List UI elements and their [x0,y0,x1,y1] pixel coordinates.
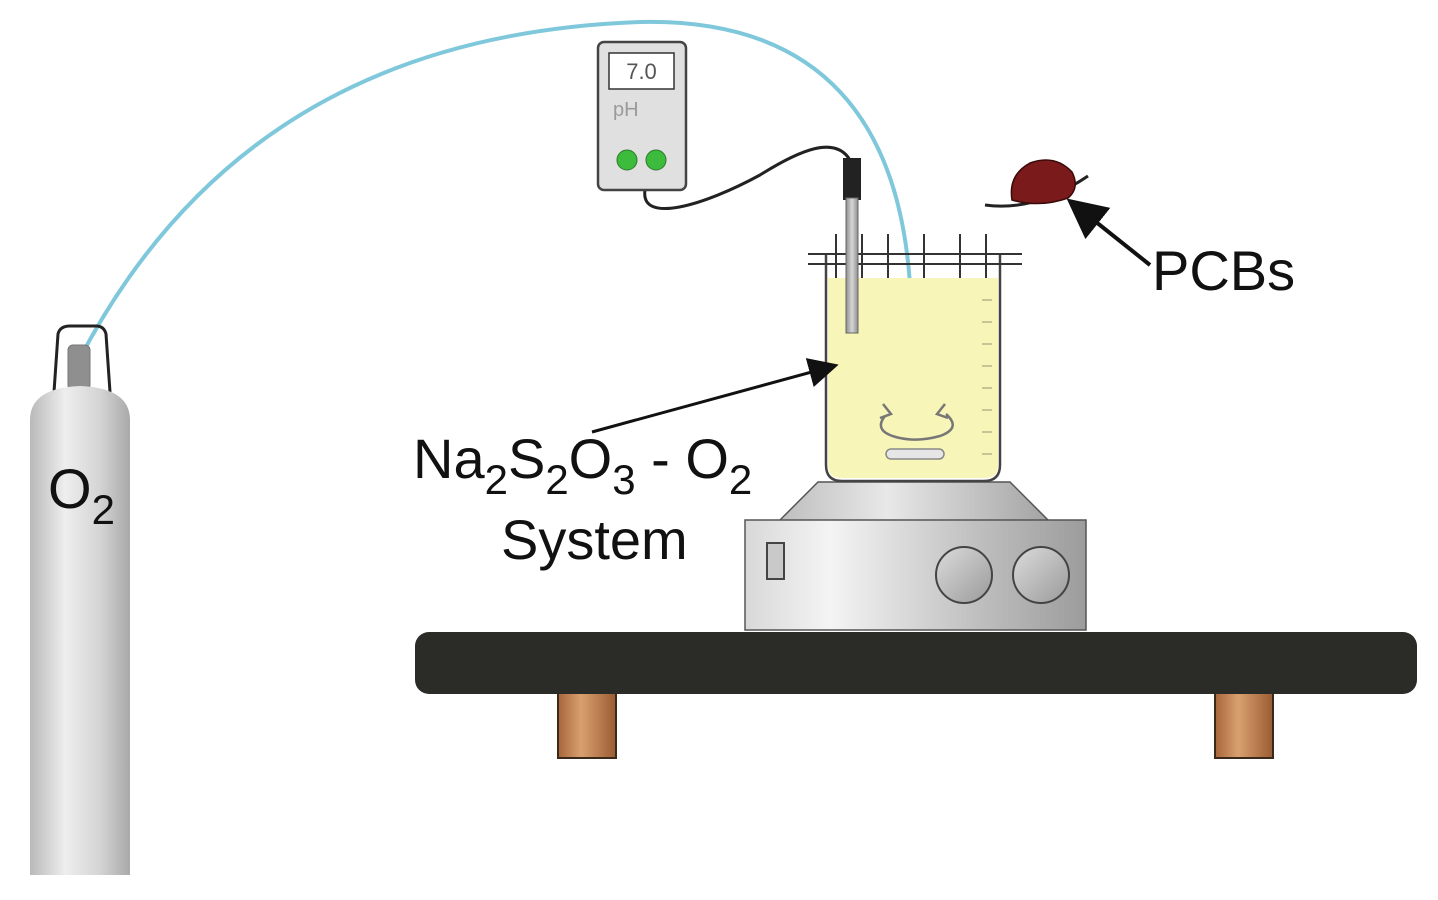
stirrer-switch [766,542,785,580]
table-leg-left [557,689,617,759]
cylinder-label: O2 [48,457,115,533]
ph-meter-unit: pH [613,99,639,121]
formula-text: S [508,427,545,490]
ph-meter: 7.0 pH [596,40,688,192]
stirrer-plate [776,481,1052,523]
formula-text: Na [413,427,485,490]
rotation-arrows-icon [879,403,954,441]
formula-subscript: 2 [545,456,568,503]
magnetic-stirrer [744,481,1087,631]
formula-text: - O [636,427,729,490]
ph-probe-cap [843,158,861,200]
system-label-line2: System [501,508,688,571]
beaker-solution [828,278,998,478]
ph-meter-button-right [645,149,667,171]
system-arrow [591,358,839,434]
ph-probe [845,197,859,334]
table-top [415,632,1417,694]
formula-subscript: 2 [485,456,508,503]
stirrer-knob-speed [935,546,993,604]
ph-meter-screen [608,52,675,90]
system-label-formula: Na2S2O3 - O2 [413,427,752,503]
beaker [808,234,1022,483]
stir-bar-icon [885,448,945,460]
pcbs-label: PCBs [1152,239,1295,302]
formula-subscript: 3 [612,456,635,503]
pcbs-arrow [1066,198,1152,267]
beaker-lid [808,234,1022,278]
pcbs-sample [984,159,1089,208]
oxygen-tube [78,19,913,359]
cylinder-handle [52,324,112,393]
ph-meter-button-left [616,149,638,171]
table-leg-right [1214,689,1274,759]
cylinder-valve [67,344,91,391]
probe-cable [643,145,852,211]
formula-subscript: 2 [729,456,752,503]
beaker-wall [824,255,1002,483]
oxygen-cylinder [30,324,130,875]
stirrer-knob-heat [1012,546,1070,604]
formula-text: O [569,427,613,490]
pcb-pile [1010,159,1076,205]
cylinder-body [30,386,130,875]
beaker-graduations [982,299,992,455]
ph-meter-reading: 7.0 [626,59,657,84]
